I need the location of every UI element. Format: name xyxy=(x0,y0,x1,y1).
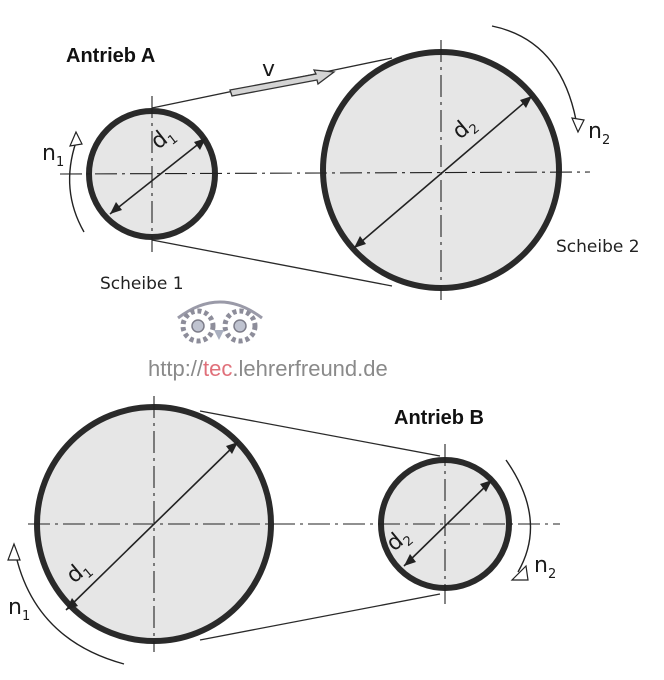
drive-b-title: Antrieb B xyxy=(394,407,484,429)
dimension-b-d2 xyxy=(403,479,493,567)
drive-a-title: Antrieb A xyxy=(66,45,155,67)
rotation-arc-b-n1 xyxy=(15,555,125,665)
caption-pulley-2: Scheibe 2 xyxy=(556,237,640,257)
arrowhead-b-d1-bottom xyxy=(66,598,78,610)
drive-a: Antrieb A v d1 d2 n1 n2 Scheibe 1 Scheib… xyxy=(42,25,640,300)
watermark-url: http://tec.lehrerfreund.de xyxy=(148,356,388,381)
belt-a-bottom xyxy=(151,239,393,287)
caption-pulley-1: Scheibe 1 xyxy=(100,274,184,294)
rotation-arc-a-n2 xyxy=(491,25,577,121)
belt-b-bottom xyxy=(199,593,441,641)
arrowhead-b-d2-bottom xyxy=(404,554,416,566)
speed-label-b-n1: n1 xyxy=(8,595,30,624)
belt-b-top xyxy=(199,410,441,457)
arrowhead-a-d1-top xyxy=(194,138,206,150)
rotation-arc-a-n1 xyxy=(68,141,85,233)
speed-label-b-n2: n2 xyxy=(534,553,556,582)
arrowhead-b-d1-top xyxy=(226,442,238,454)
speed-label-a-n1: n1 xyxy=(42,141,64,170)
arrowhead-b-d2-top xyxy=(480,480,492,492)
arrowhead-b-n2 xyxy=(510,564,529,581)
arrowhead-a-d2-top xyxy=(520,96,532,108)
dimension-a-d1 xyxy=(109,137,207,215)
speed-label-a-n2: n2 xyxy=(588,119,610,148)
dimension-a-d2 xyxy=(353,95,533,249)
drive-b: Antrieb B d1 d2 n1 n2 xyxy=(7,396,560,665)
belt-speed-arrow xyxy=(229,69,336,97)
arrowhead-b-n1 xyxy=(7,542,21,561)
rotation-arc-b-n2 xyxy=(505,459,532,573)
arrowhead-a-n2 xyxy=(571,117,585,134)
watermark: http://tec.lehrerfreund.de xyxy=(148,300,388,381)
arrowhead-a-d2-bottom xyxy=(354,236,366,248)
belt-speed-label: v xyxy=(262,57,275,82)
dimension-b-d1 xyxy=(65,441,239,611)
owl-gear-logo xyxy=(177,300,263,344)
centerline-a-horizontal xyxy=(59,171,591,175)
arrowhead-a-n1 xyxy=(69,130,83,147)
arrowhead-a-d1-bottom xyxy=(110,202,122,214)
